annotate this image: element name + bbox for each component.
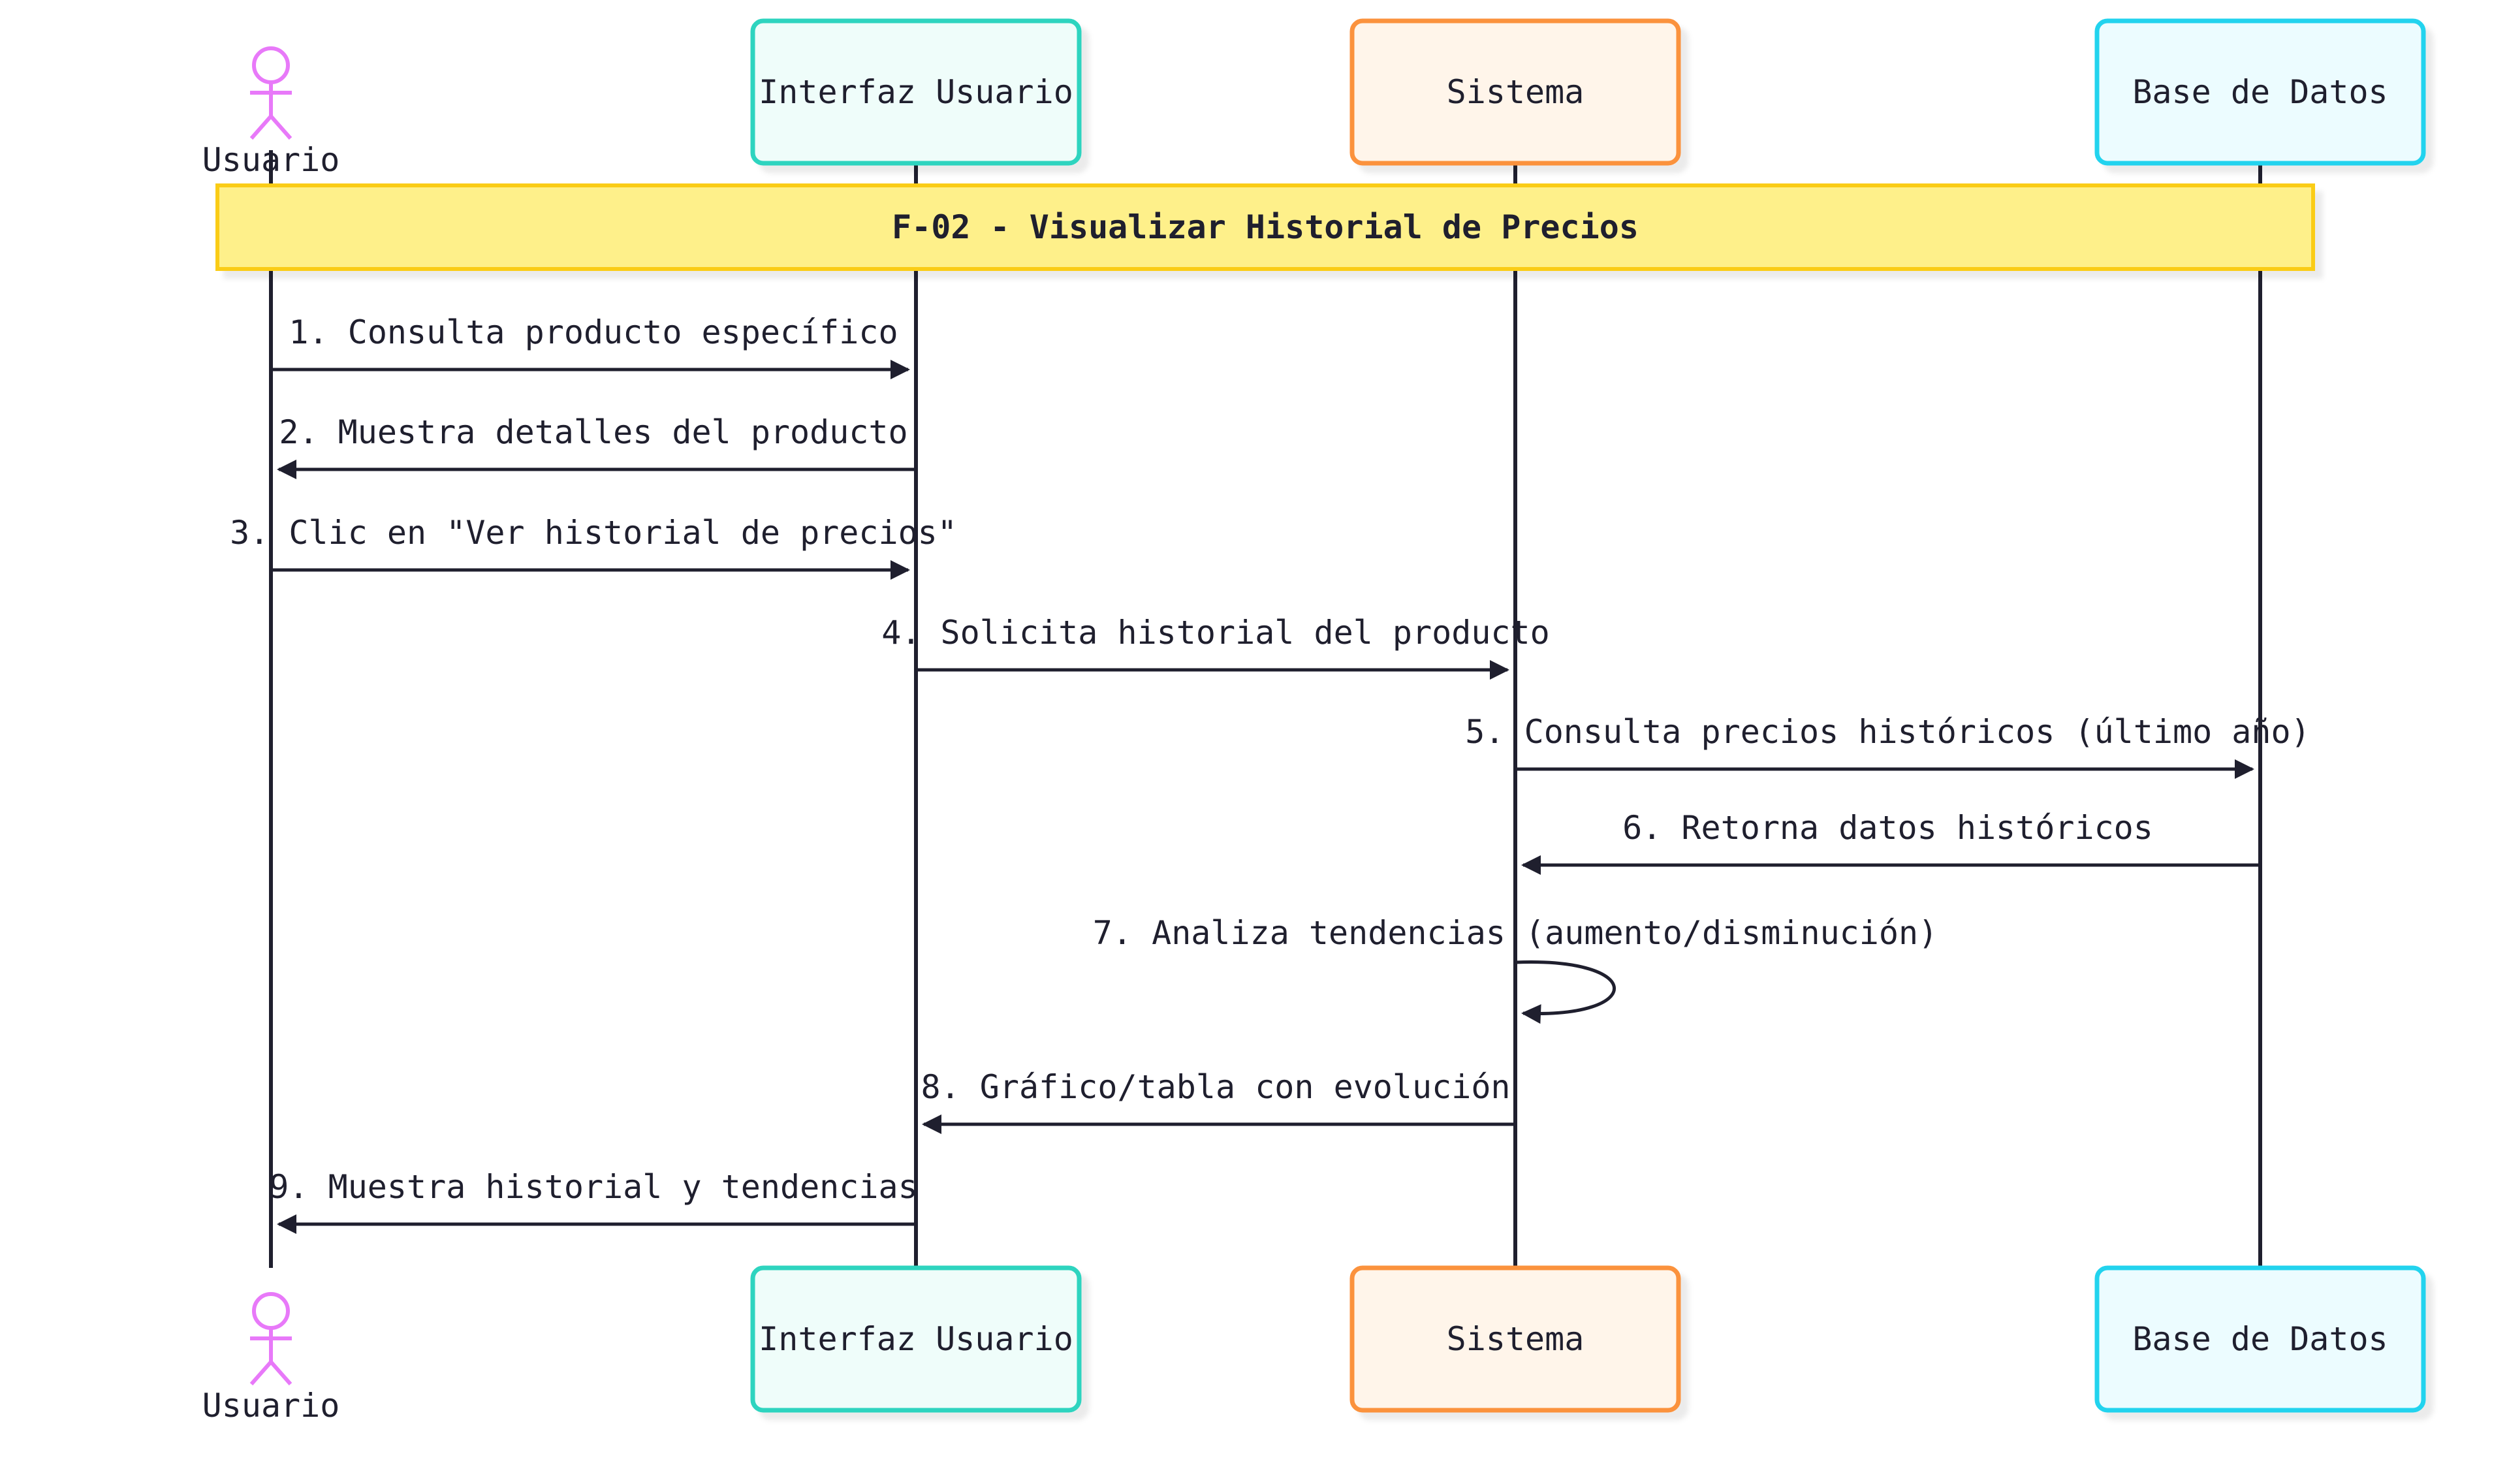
note-box — [215, 183, 2315, 271]
message-8: 8. Gráfico/tabla con evolución — [921, 1068, 1515, 1134]
message-label: 6. Retorna datos históricos — [1622, 809, 2153, 847]
message-2: 2. Muestra detalles del producto — [277, 413, 916, 479]
participant-label: Sistema — [1447, 73, 1585, 111]
message-label: 8. Gráfico/tabla con evolución — [921, 1068, 1510, 1106]
participant-box — [750, 1265, 1082, 1413]
participant-label: Interfaz Usuario — [759, 1320, 1073, 1358]
message-4: 4. Solicita historial del producto — [881, 614, 1550, 680]
participant-box — [2094, 1265, 2426, 1413]
message-6: 6. Retorna datos históricos — [1521, 809, 2260, 875]
message-5: 5. Consulta precios históricos (último a… — [1465, 713, 2310, 779]
message-label: 5. Consulta precios históricos (último a… — [1465, 713, 2310, 751]
stick-figure-icon — [249, 1292, 292, 1385]
message-label: 7. Analiza tendencias (aumento/disminuci… — [1093, 914, 1938, 952]
participant-label: Base de Datos — [2132, 73, 2388, 111]
participant-sistema-bottom: Sistema — [1349, 1265, 1681, 1413]
participant-label: Sistema — [1447, 1320, 1585, 1358]
message-label: 3. Clic en "Ver historial de precios" — [230, 514, 957, 552]
participant-label: Base de Datos — [2132, 1320, 2388, 1358]
participant-ui-bottom: Interfaz Usuario — [750, 1265, 1082, 1413]
participants-bottom: Usuario Interfaz Usuario Sistema Base de Da… — [202, 1265, 2426, 1425]
note: F-02 - Visualizar Historial de Precios — [215, 183, 2315, 271]
message-label: 4. Solicita historial del producto — [881, 614, 1550, 652]
actor-label: Usuario — [202, 141, 340, 179]
participant-box — [750, 18, 1082, 166]
participant-box — [1349, 18, 1681, 166]
participants-top: Usuario Interfaz Usuario Sistema Base de Da… — [202, 18, 2426, 179]
participant-sistema-top: Sistema — [1349, 18, 1681, 166]
messages: 1. Consulta producto específico 2. Muestr… — [230, 313, 2310, 1234]
message-9: 9. Muestra historial y tendencias — [269, 1168, 918, 1234]
stick-figure-icon — [249, 46, 292, 140]
self-message-arrow — [1515, 960, 1616, 1024]
message-label: 1. Consulta producto específico — [289, 313, 898, 351]
message-1: 1. Consulta producto específico — [271, 313, 910, 379]
participant-label: Interfaz Usuario — [759, 73, 1073, 111]
actor-label: Usuario — [202, 1387, 340, 1425]
message-label: 2. Muestra detalles del producto — [279, 413, 907, 451]
participant-box — [1349, 1265, 1681, 1413]
actor-usuario-top: Usuario — [202, 46, 340, 179]
message-label: 9. Muestra historial y tendencias — [269, 1168, 917, 1206]
lifelines — [269, 150, 2262, 1268]
message-7: 7. Analiza tendencias (aumento/disminuci… — [1093, 914, 1938, 1024]
note-title: F-02 - Visualizar Historial de Precios — [892, 208, 1639, 246]
participant-bd-bottom: Base de Datos — [2094, 1265, 2426, 1413]
message-3: 3. Clic en "Ver historial de precios" — [230, 514, 957, 580]
participant-bd-top: Base de Datos — [2094, 18, 2426, 166]
participant-ui-top: Interfaz Usuario — [750, 18, 1082, 166]
actor-usuario-bottom: Usuario — [202, 1292, 340, 1425]
participant-box — [2094, 18, 2426, 166]
